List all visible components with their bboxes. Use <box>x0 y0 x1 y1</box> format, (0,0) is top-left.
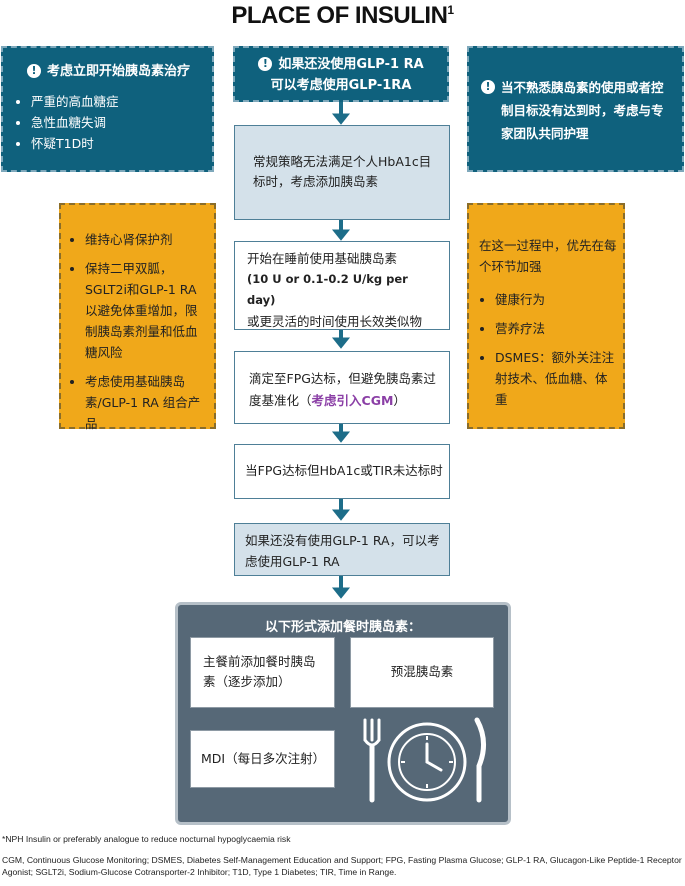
step-titrate-end: ） <box>393 393 406 408</box>
right-priorities-box: 在这一过程中，优先在每个环节加强 健康行为 营养疗法 DSMES：额外关注注射技… <box>467 203 625 429</box>
immediate-insulin-heading: ! 考虑立即开始胰岛素治疗 <box>13 60 204 79</box>
list-item: DSMES：额外关注注射技术、低血糖、体重 <box>495 347 617 410</box>
alert-icon: ! <box>26 64 41 78</box>
option-premixed: 预混胰岛素 <box>350 637 494 708</box>
cgm-highlight: 考虑引入CGM <box>311 393 394 408</box>
glp1-top-line1: ! 如果还没使用GLP-1 RA <box>239 54 443 75</box>
glp1-top-line2: 可以考虑使用GLP-1RA <box>270 78 412 93</box>
arrow-head <box>331 229 351 241</box>
step-basal-line1: 开始在睡前使用基础胰岛素 <box>247 251 398 266</box>
option-premixed-text: 预混胰岛素 <box>390 664 454 679</box>
step-add-insulin-text: 常规策略无法满足个人HbA1c目标时，考虑添加胰岛素 <box>253 154 432 189</box>
arrow-head <box>331 509 351 521</box>
footnote-nph-text: *NPH Insulin or preferably analogue to r… <box>2 834 291 844</box>
step-glp1: 如果还没有使用GLP-1 RA，可以考虑使用GLP-1 RA <box>234 523 450 576</box>
footnote-nph: *NPH Insulin or preferably analogue to r… <box>2 833 682 845</box>
step-titrate-text: 滴定至FPG达标，但避免胰岛素过度基准化（ <box>249 371 436 408</box>
meal-clock-icon <box>363 717 486 803</box>
arrow-head <box>331 337 351 349</box>
prandial-insulin-heading: 以下形式添加餐时胰岛素： <box>264 620 421 635</box>
step-add-insulin: 常规策略无法满足个人HbA1c目标时，考虑添加胰岛素 <box>234 125 450 220</box>
alert-icon: ! <box>258 57 273 71</box>
step-glp1-text: 如果还没有使用GLP-1 RA，可以考虑使用GLP-1 RA <box>245 533 440 569</box>
step-titrate: 滴定至FPG达标，但避免胰岛素过度基准化（考虑引入CGM） <box>234 351 450 424</box>
option-mdi-text: MDI（每日多次注射） <box>201 751 326 766</box>
list-item: 考虑使用基础胰岛素/GLP-1 RA 组合产品 <box>85 371 208 434</box>
list-item: 保持二甲双胍，SGLT2i和GLP-1 RA以避免体重增加，限制胰岛素剂量和低血… <box>85 258 208 363</box>
option-mdi: MDI（每日多次注射） <box>190 730 335 788</box>
immediate-insulin-list: 严重的高血糖症 急性血糖失调 怀疑T1D时 <box>13 91 204 154</box>
right-priorities-intro: 在这一过程中，优先在每个环节加强 <box>479 238 617 274</box>
arrow-head <box>331 431 351 443</box>
step-fpg-target-text: 当FPG达标但HbA1c或TIR未达标时 <box>245 463 443 478</box>
step-basal-line3: 或更灵活的时间使用长效类似物 <box>247 314 423 329</box>
immediate-insulin-heading-text: 考虑立即开始胰岛素治疗 <box>46 64 190 79</box>
step-basal-dose: (10 U or 0.1-0.2 U/kg per day) <box>247 272 408 307</box>
list-item: 严重的高血糖症 <box>31 91 204 112</box>
list-item: 健康行为 <box>495 289 617 310</box>
title-text: PLACE OF INSULIN <box>231 2 448 29</box>
option-stepwise-prandial: 主餐前添加餐时胰岛素（逐步添加） <box>190 637 335 708</box>
left-recommendations-box: 维持心肾保护剂 保持二甲双胍，SGLT2i和GLP-1 RA以避免体重增加，限制… <box>59 203 216 431</box>
list-item: 营养疗法 <box>495 318 617 339</box>
title-footnote-mark: 1 <box>447 3 454 17</box>
right-priorities-list: 健康行为 营养疗法 DSMES：额外关注注射技术、低血糖、体重 <box>479 289 617 410</box>
list-item: 急性血糖失调 <box>31 112 204 133</box>
glp1-top-line1-text: 如果还没使用GLP-1 RA <box>278 57 424 72</box>
step-basal-insulin: 开始在睡前使用基础胰岛素 (10 U or 0.1-0.2 U/kg per d… <box>234 241 450 330</box>
specialist-care-box: ! 当不熟悉胰岛素的使用或者控制目标没有达到时，考虑与专家团队共同护理 <box>467 46 684 172</box>
specialist-care-text: 当不熟悉胰岛素的使用或者控制目标没有达到时，考虑与专家团队共同护理 <box>501 80 664 141</box>
immediate-insulin-box: ! 考虑立即开始胰岛素治疗 严重的高血糖症 急性血糖失调 怀疑T1D时 <box>1 46 214 172</box>
glp1-top-box: ! 如果还没使用GLP-1 RA 可以考虑使用GLP-1RA <box>233 46 449 102</box>
list-item: 怀疑T1D时 <box>31 133 204 154</box>
option-stepwise-prandial-text: 主餐前添加餐时胰岛素（逐步添加） <box>203 654 316 689</box>
arrow-head <box>331 587 351 599</box>
footnote-abbreviations-text: CGM, Continuous Glucose Monitoring; DSME… <box>2 855 682 877</box>
alert-icon: ! <box>481 80 495 94</box>
step-fpg-target: 当FPG达标但HbA1c或TIR未达标时 <box>234 444 450 499</box>
left-recommendations-list: 维持心肾保护剂 保持二甲双胍，SGLT2i和GLP-1 RA以避免体重增加，限制… <box>69 229 208 434</box>
page-title: PLACE OF INSULIN1 <box>0 2 685 30</box>
list-item: 维持心肾保护剂 <box>85 229 208 250</box>
footnote-abbreviations: CGM, Continuous Glucose Monitoring; DSME… <box>2 854 683 878</box>
arrow-head <box>331 113 351 125</box>
